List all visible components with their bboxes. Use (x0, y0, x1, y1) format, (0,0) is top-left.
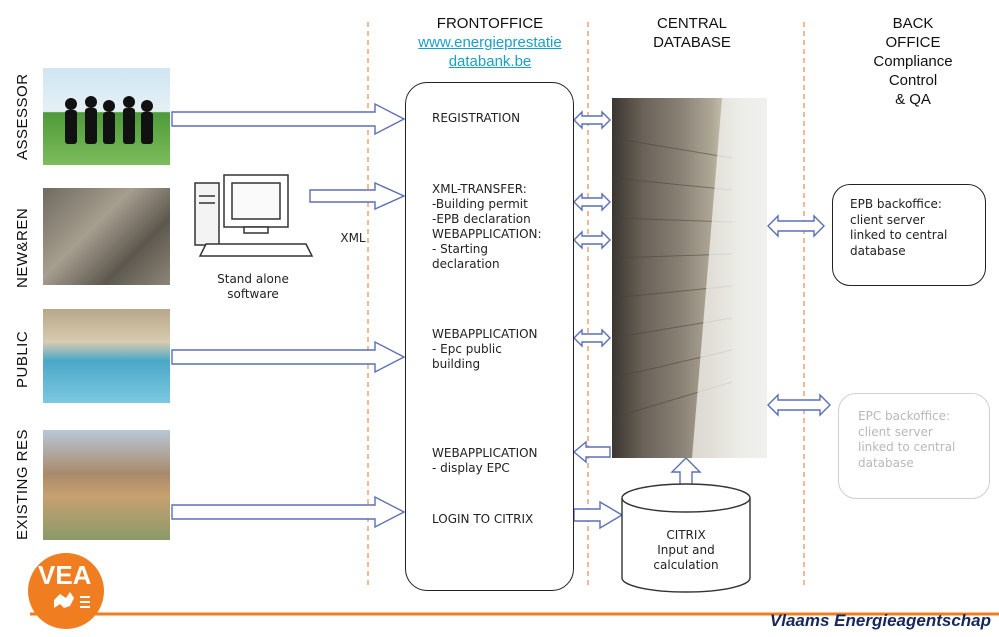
backoffice-header-line4: Control (888, 72, 938, 89)
arrow-public (171, 340, 406, 374)
frontoffice-link-line2[interactable]: databank.be (448, 53, 532, 70)
arrow-bi-webapp (573, 230, 611, 250)
epb-backoffice-box (832, 184, 986, 286)
backoffice-header-line5: & QA (895, 91, 931, 108)
arrow-assessor (171, 102, 406, 136)
people-silhouettes-icon (65, 96, 153, 144)
row-label-assessor: ASSESSOR (14, 73, 31, 160)
arrow-display-epc (572, 440, 611, 464)
arrow-bi-epb (767, 214, 825, 238)
database-photo (612, 98, 767, 458)
newren-photo (43, 188, 170, 285)
arrow-existing (171, 495, 406, 529)
computer-icon (194, 174, 314, 257)
central-header-line2: DATABASE (653, 34, 731, 51)
epb-backoffice-text: EPB backoffice: client server linked to … (850, 197, 948, 258)
vea-logo-circle (28, 553, 104, 629)
standalone-label: Stand alone software (217, 272, 289, 301)
central-database-header: CENTRAL DATABASE (612, 14, 772, 52)
fo-xml-transfer: XML-TRANSFER: -Building permit -EPB decl… (432, 182, 542, 271)
fo-webapp-display: WEBAPPLICATION - display EPC (432, 446, 538, 475)
frontoffice-header: FRONTOFFICE www.energieprestatie databan… (395, 14, 585, 71)
fo-registration: REGISTRATION (432, 111, 521, 125)
existing-photo (43, 430, 170, 540)
arrow-bi-registration (573, 110, 611, 130)
citrix-cylinder (621, 483, 751, 593)
frontoffice-link-line1[interactable]: www.energieprestatie (418, 34, 562, 51)
arrow-bi-xml (573, 192, 611, 212)
backoffice-header-line1: BACK (892, 15, 934, 32)
assessor-photo (43, 68, 170, 165)
xml-label: XML (340, 231, 366, 245)
arrow-login-citrix (573, 500, 624, 530)
frontoffice-title: FRONTOFFICE (436, 15, 544, 32)
epc-backoffice-text: EPC backoffice: client server linked to … (858, 409, 956, 470)
row-label-newren: NEW&REN (14, 207, 31, 288)
arrow-bi-epc (767, 393, 831, 417)
row-label-existing: EXISTING RES (14, 428, 31, 540)
arrow-bi-epc-public (573, 328, 611, 348)
server-aisle-icon (612, 98, 767, 458)
arrow-standalone (309, 181, 406, 211)
vea-logo-text: VEA (38, 560, 92, 590)
public-photo (43, 309, 170, 403)
fo-login-citrix: LOGIN TO CITRIX (432, 512, 534, 526)
fo-webapp-epc-public: WEBAPPLICATION - Epc public building (432, 327, 538, 371)
epc-backoffice-box (838, 393, 990, 499)
citrix-label: CITRIX Input and calculation (653, 528, 719, 572)
flemish-lion-icon (54, 592, 90, 608)
backoffice-header-line2: OFFICE (885, 34, 941, 51)
central-header-line1: CENTRAL (656, 15, 727, 32)
footer-title: Vlaams Energieagentschap (769, 611, 991, 630)
frontoffice-box (405, 82, 574, 591)
backoffice-header-line3: Compliance (873, 53, 953, 70)
backoffice-header: BACK OFFICE Compliance Control & QA (848, 14, 978, 109)
row-label-public: PUBLIC (14, 330, 31, 388)
